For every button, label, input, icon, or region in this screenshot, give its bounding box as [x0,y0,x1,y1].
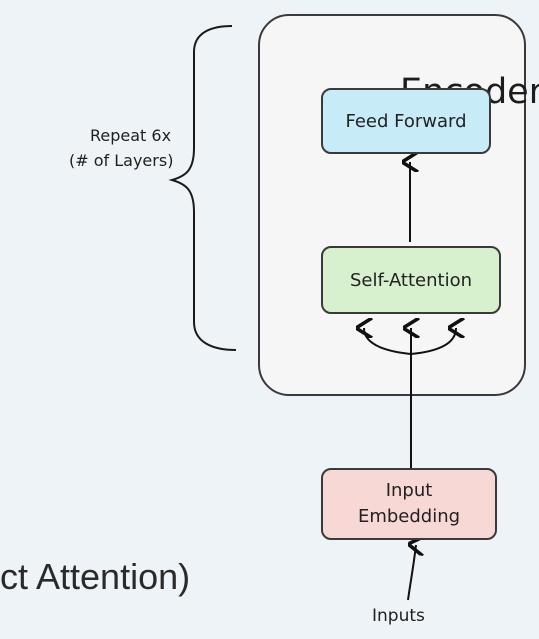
feed-forward-label: Feed Forward [345,110,467,132]
input-embedding-label-line1: Input [385,480,433,501]
input-embedding-block: Input Embedding [321,468,497,540]
self-attention-label: Self-Attention [349,269,473,291]
attention-input-arrow-left [364,328,412,355]
input-embedding-label-line2: Embedding [357,506,461,527]
inputs-label: Inputs [372,606,425,626]
self-attention-block: Self-Attention [321,246,501,314]
layers-note-label: (# of Layers) [69,151,174,170]
feed-forward-block: Feed Forward [321,88,491,154]
repeat-count-label: Repeat 6x [90,126,172,145]
layer-brace [168,25,237,351]
attention-input-arrow-right [410,328,456,355]
caption-fragment: ct Attention) [0,556,191,597]
inputs-to-embedding-arrow [408,545,416,601]
